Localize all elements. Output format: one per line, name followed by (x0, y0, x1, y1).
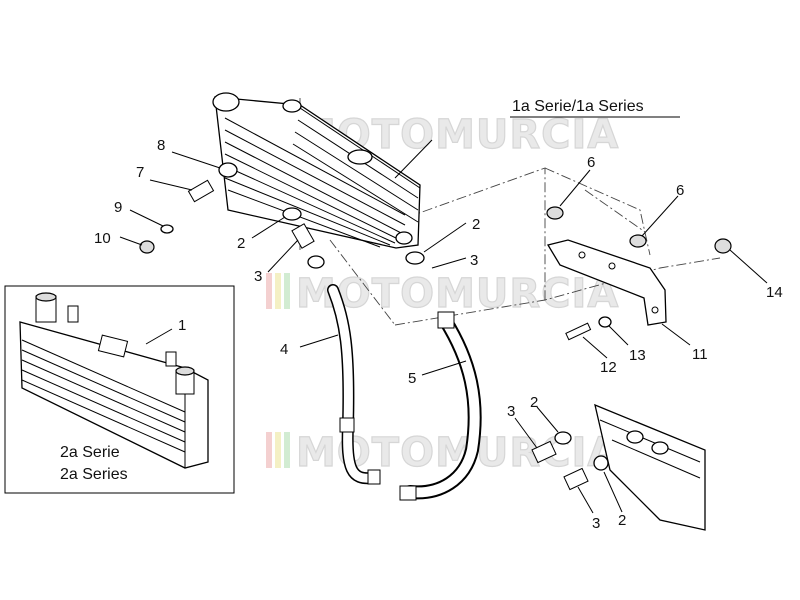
callout-2-a: 2 (237, 235, 245, 252)
callout-12: 12 (600, 359, 617, 376)
callout-2-d: 2 (618, 512, 626, 529)
fitting-part-3a (291, 223, 315, 249)
washer-part-2b (405, 251, 425, 265)
callout-9: 9 (114, 199, 122, 216)
grommet-part-6a (546, 206, 564, 220)
oil-cooler-first-series (212, 92, 421, 249)
washer-part-3b (307, 255, 325, 269)
washer-part-2a (282, 207, 302, 221)
svg-text:MOTOMURCIA: MOTOMURCIA (296, 271, 619, 317)
second-series-inset (4, 285, 235, 494)
bolt-part-12 (565, 322, 592, 341)
first-series-label: 1a Serie/1a Series (512, 98, 644, 115)
callout-6-b: 6 (676, 182, 684, 199)
callout-2-b: 2 (472, 216, 480, 233)
leader-lines (119, 116, 768, 514)
gasket-part-8 (218, 162, 238, 178)
callout-6-a: 6 (587, 154, 595, 171)
fitting-part-3c (531, 440, 557, 464)
callout-3-b: 3 (470, 252, 478, 269)
callout-1: 1 (178, 317, 186, 334)
watermark-middle: MOTOMURCIA (266, 270, 619, 318)
callout-numbers: 1 2 2 2 2 3 3 3 3 4 5 6 6 7 8 9 10 11 12… (94, 137, 783, 532)
engine-casing (594, 403, 706, 531)
second-series-label-line2: 2a Series (60, 466, 128, 483)
callout-2-c: 2 (530, 394, 538, 411)
callout-11: 11 (692, 346, 708, 363)
fitting-part-3d (563, 467, 589, 491)
second-series-label-line1: 2a Serie (60, 444, 120, 461)
washer-part-13 (598, 316, 612, 328)
callout-10: 10 (94, 230, 111, 247)
washer-part-2d (593, 455, 609, 471)
grommet-part-6b (629, 234, 647, 248)
spacer-part-14 (714, 238, 732, 254)
callout-3-a: 3 (254, 268, 262, 285)
watermark-top: MOTOMURCIA (266, 111, 619, 159)
callout-13: 13 (629, 347, 646, 364)
bracket-part-11 (546, 239, 667, 326)
callout-4: 4 (280, 341, 288, 358)
callout-3-d: 3 (592, 515, 600, 532)
callout-14: 14 (766, 284, 783, 301)
washer-part-2c (554, 431, 572, 445)
callout-3-c: 3 (507, 403, 515, 420)
fitting-part-7 (187, 179, 215, 203)
callout-5: 5 (408, 370, 416, 387)
callout-8: 8 (157, 137, 165, 154)
washer-part-9 (160, 224, 174, 234)
hose-part-4 (327, 284, 381, 485)
small-parts (139, 162, 732, 491)
svg-text:MOTOMURCIA: MOTOMURCIA (296, 112, 619, 158)
hose-part-5 (399, 311, 482, 501)
callout-7: 7 (136, 164, 144, 181)
cap-part-10 (139, 240, 155, 254)
